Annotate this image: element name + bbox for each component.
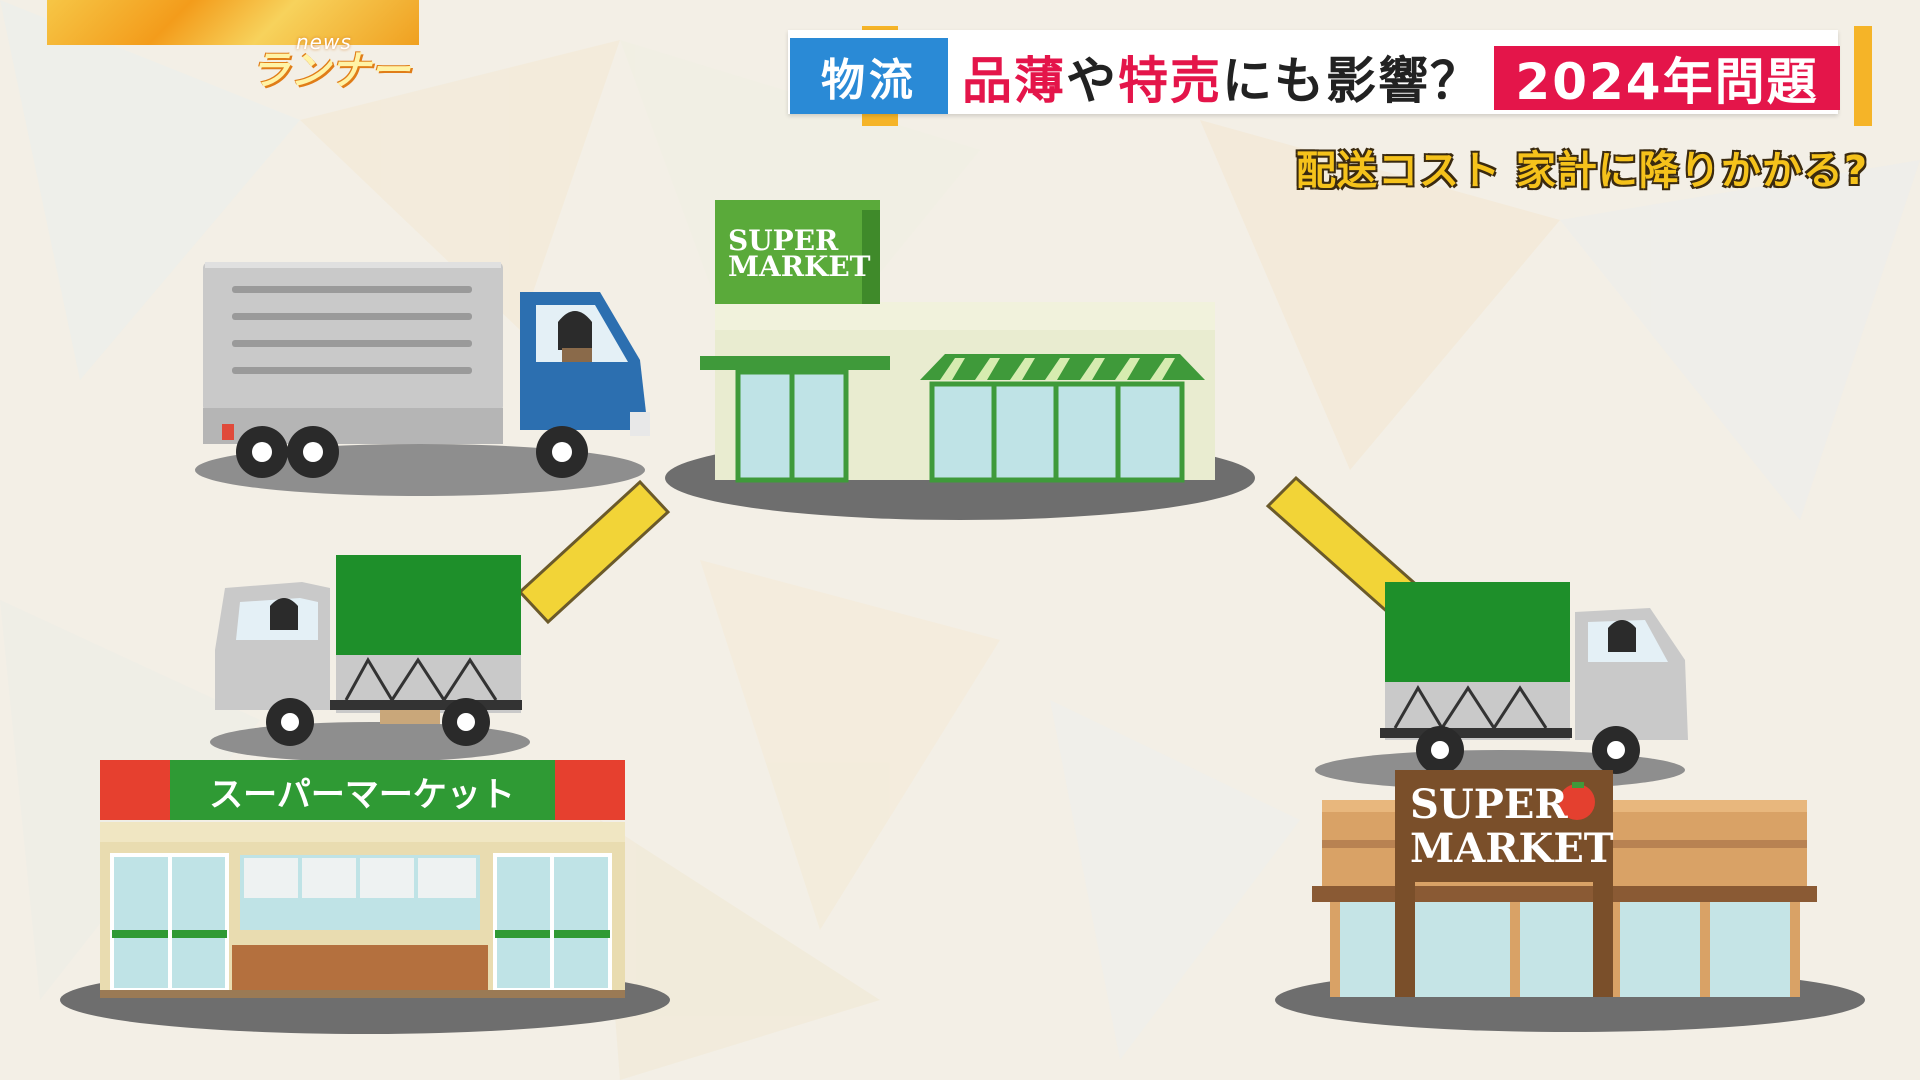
center-store-sign-line1: SUPER	[728, 224, 839, 257]
center-store-sign-line2: MARKET	[728, 250, 871, 283]
tomato-icon	[1559, 784, 1595, 820]
small-truck-left	[210, 555, 530, 762]
headline-badge: 2024年問題	[1494, 46, 1840, 111]
large-delivery-truck	[195, 262, 650, 496]
headline: 品薄 や 特売 にも影響？	[962, 40, 1482, 114]
headline-part-2: や	[1066, 52, 1118, 110]
headline-part-1: 品薄	[962, 52, 1066, 110]
right-store-sign-line2: MARKET	[1410, 825, 1614, 872]
arrow-to-left-store	[517, 479, 671, 625]
logo-background	[47, 0, 419, 45]
left-store-sign: スーパーマーケット	[209, 775, 515, 815]
subtitle: 配送コスト 家計に降りかかる?	[1296, 148, 1869, 194]
small-truck-right	[1315, 582, 1688, 790]
title-accent-right	[1854, 26, 1872, 126]
logo-news-text: news	[296, 30, 352, 54]
headline-part-3: 特売	[1118, 52, 1222, 110]
right-supermarket	[1275, 770, 1865, 1032]
right-store-sign-line1: SUPER	[1410, 781, 1568, 828]
center-supermarket	[665, 200, 1255, 520]
logo-main-text: ランナー	[250, 48, 410, 94]
category-tag: 物流	[790, 38, 948, 114]
headline-part-4: にも影響？	[1222, 52, 1482, 110]
left-supermarket	[60, 760, 670, 1034]
